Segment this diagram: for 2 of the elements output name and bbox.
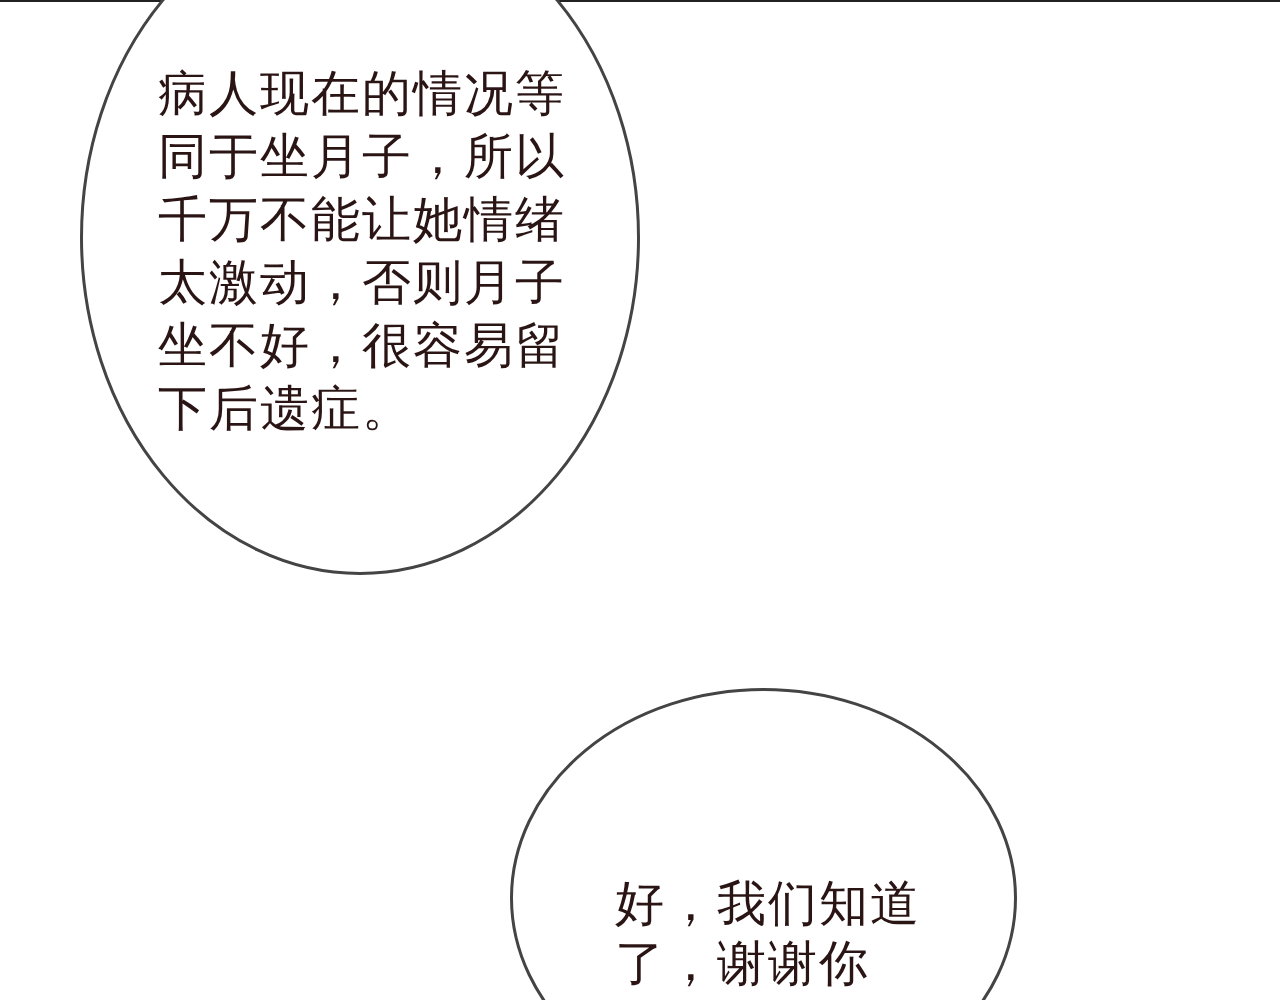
dialogue-text: 病人现在的情况等同于坐月子，所以千万不能让她情绪太激动，否则月子坐不好，很容易留下后遗症。 (158, 64, 567, 439)
dialogue-text: 好，我们知道了，谢谢你 (615, 874, 922, 994)
